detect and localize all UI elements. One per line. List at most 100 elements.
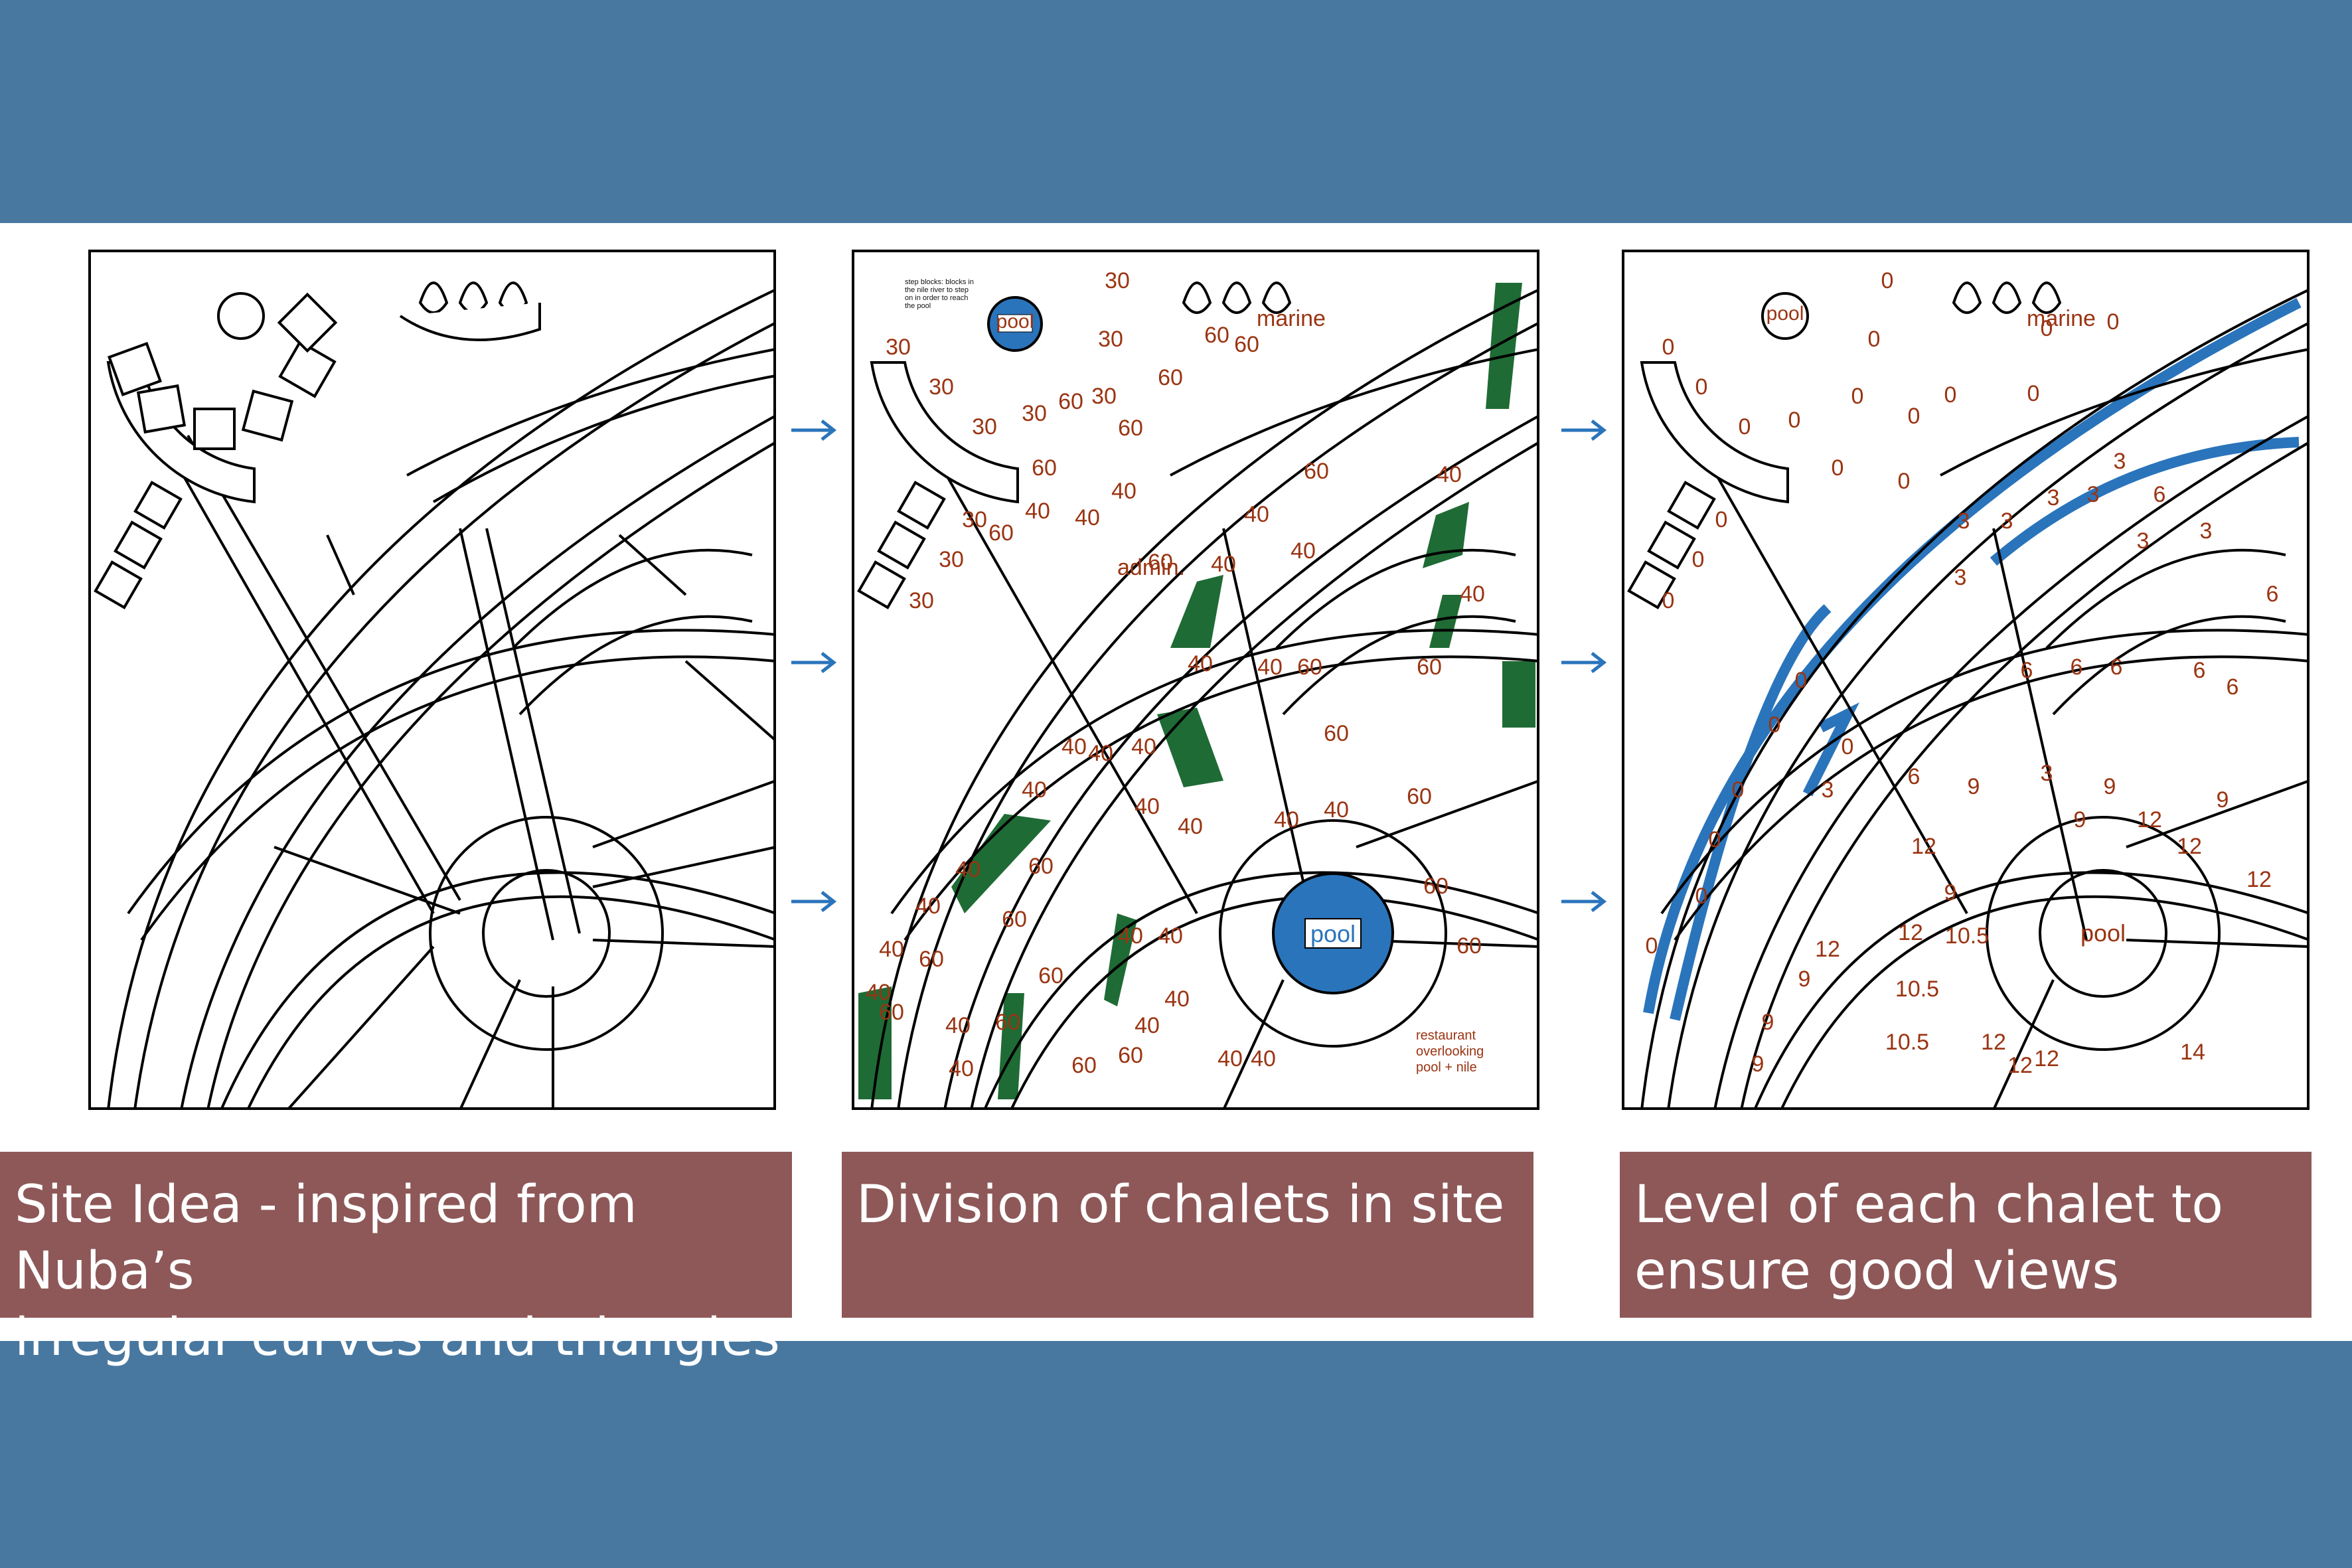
chalet-label: 40 bbox=[879, 937, 904, 962]
chalet-label: 0 bbox=[1695, 374, 1708, 400]
chalet-label: 9 bbox=[1968, 774, 1980, 799]
chalet-label: 60 bbox=[988, 520, 1014, 546]
arrow-icon bbox=[1561, 420, 1607, 441]
chalet-label: 0 bbox=[1908, 404, 1921, 429]
chalet-label: 60 bbox=[919, 947, 944, 972]
chalet-label: 0 bbox=[1768, 712, 1781, 738]
chalet-label: 0 bbox=[1898, 469, 1911, 494]
chalet-label: 40 bbox=[1118, 923, 1143, 949]
chalet-label: 30 bbox=[929, 374, 954, 400]
chalet-label: 0 bbox=[1832, 455, 1844, 481]
chalet-label: 14 bbox=[2180, 1040, 2205, 1065]
chalet-label: 6 bbox=[2154, 482, 2166, 507]
chalet-label: 10.5 bbox=[1895, 977, 1939, 1002]
chalet-label: 12 bbox=[2034, 1046, 2059, 1071]
chalet-label: 30 bbox=[1105, 268, 1130, 293]
chalet-label: 12 bbox=[1898, 920, 1923, 945]
chalet-label: 0 bbox=[1795, 668, 1808, 693]
chalet-label: 0 bbox=[1662, 335, 1675, 360]
chalet-label: 40 bbox=[1460, 582, 1485, 607]
chalet-label: 9 bbox=[1752, 1052, 1764, 1077]
chalet-label: 6 bbox=[2021, 658, 2033, 683]
chalet-label: 0 bbox=[1739, 414, 1751, 439]
chalet-label: 60 bbox=[1407, 784, 1432, 809]
chalet-label: 60 bbox=[1324, 721, 1349, 746]
chalet-label: 30 bbox=[909, 588, 934, 613]
chalet-label: 40 bbox=[1131, 734, 1156, 759]
chalet-label: 3 bbox=[1822, 777, 1834, 803]
chalet-label: 40 bbox=[1244, 502, 1269, 527]
chalet-label: 30 bbox=[1022, 401, 1047, 426]
caption-division: Division of chalets in site bbox=[842, 1152, 1533, 1318]
chalet-label: 3 bbox=[2087, 482, 2100, 507]
chalet-label: 60 bbox=[1058, 389, 1083, 414]
chalet-label: 60 bbox=[1071, 1053, 1097, 1078]
chalet-label: 6 bbox=[2193, 658, 2206, 683]
small-pool-label: pool bbox=[1766, 303, 1804, 325]
arrow-icon bbox=[791, 891, 837, 912]
chalet-label: 12 bbox=[1815, 937, 1840, 962]
chalet-label: 40 bbox=[1274, 807, 1299, 832]
pool-label: pool bbox=[2080, 919, 2126, 947]
chalet-label: 0 bbox=[1732, 777, 1745, 803]
chalet-label: 0 bbox=[1646, 933, 1658, 959]
chalet-label: 60 bbox=[1002, 907, 1027, 932]
chalet-label: 3 bbox=[2001, 509, 2013, 534]
chalet-label: 3 bbox=[1958, 509, 1970, 534]
chalet-division-plan: pool pool marine admin. restaurant overl… bbox=[852, 250, 1539, 1110]
chalet-label: 60 bbox=[1158, 365, 1183, 390]
svg-text:the pool: the pool bbox=[905, 302, 931, 310]
chalet-label: 60 bbox=[1297, 655, 1322, 680]
chalet-label: 60 bbox=[1456, 933, 1482, 959]
restaurant-note-1: restaurant bbox=[1416, 1028, 1476, 1043]
chalet-label: 40 bbox=[1437, 462, 1462, 487]
site-idea-drawing bbox=[88, 250, 776, 1110]
chalet-label: 10.5 bbox=[1885, 1030, 1929, 1055]
chalet-label: 3 bbox=[2137, 528, 2150, 554]
chalet-label: 40 bbox=[1135, 794, 1160, 819]
chalet-label: 12 bbox=[2177, 834, 2202, 859]
svg-text:on in order to reach: on in order to reach bbox=[905, 294, 968, 302]
chalet-label: 40 bbox=[955, 857, 980, 882]
chalet-label: 0 bbox=[1709, 827, 1721, 852]
caption-levels: Level of each chalet to ensure good view… bbox=[1620, 1152, 2312, 1318]
chalet-label: 60 bbox=[1118, 416, 1143, 441]
chalet-label: 9 bbox=[1944, 880, 1957, 905]
chalet-label: 40 bbox=[945, 1013, 971, 1038]
chalet-label: 40 bbox=[1022, 777, 1047, 803]
chalet-label: 30 bbox=[1098, 327, 1123, 352]
chalet-label: 12 bbox=[2007, 1053, 2033, 1078]
chalet-label: 40 bbox=[1251, 1046, 1276, 1071]
restaurant-note-2: overlooking bbox=[1416, 1044, 1484, 1059]
marine-label: marine bbox=[1257, 306, 1326, 331]
chalet-label: 60 bbox=[1038, 963, 1063, 988]
chalet-label: 0 bbox=[1715, 507, 1728, 532]
chalet-label: 60 bbox=[1423, 874, 1449, 899]
chalet-label: 30 bbox=[962, 507, 987, 532]
marine-label: marine bbox=[2027, 306, 2096, 331]
chalet-label: 0 bbox=[1944, 382, 1957, 408]
small-pool-label: pool bbox=[996, 311, 1034, 333]
pool-label: pool bbox=[1310, 920, 1356, 947]
chalet-label: 12 bbox=[2246, 867, 2272, 892]
chalet-label: 6 bbox=[2110, 655, 2123, 680]
site-idea-plan bbox=[88, 250, 776, 1110]
chalet-label: 40 bbox=[1061, 734, 1087, 759]
chalet-label: 40 bbox=[1164, 986, 1190, 1012]
chalet-division-drawing: pool pool marine admin. restaurant overl… bbox=[852, 250, 1539, 1110]
chalet-label: 0 bbox=[2041, 316, 2053, 341]
chalet-label: 0 bbox=[1842, 734, 1854, 759]
top-band bbox=[0, 0, 2352, 223]
chalet-label: 40 bbox=[949, 1056, 974, 1081]
chalet-label: 9 bbox=[1798, 967, 1811, 992]
chalet-label: 0 bbox=[1662, 588, 1675, 613]
chalet-label: 60 bbox=[1028, 854, 1054, 879]
chalet-label: 40 bbox=[1324, 797, 1349, 823]
chalet-label: 0 bbox=[1695, 884, 1708, 909]
chalet-label: 40 bbox=[1111, 479, 1137, 504]
chalet-label: 40 bbox=[1178, 814, 1203, 839]
chalet-label: 9 bbox=[1762, 1010, 1774, 1035]
